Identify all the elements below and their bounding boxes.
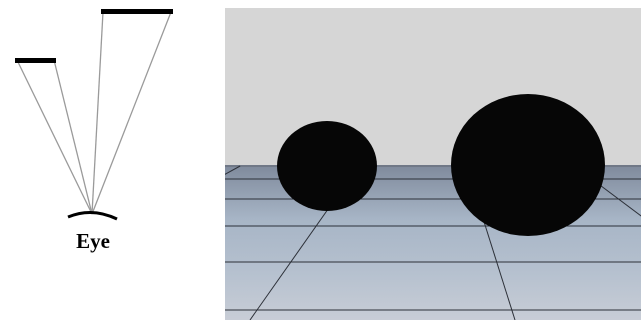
near-sphere (277, 121, 377, 211)
ray-near-right (54, 60, 92, 214)
viewing-angle-diagram (15, 9, 173, 219)
far-object-rays (92, 12, 171, 214)
near-object-bar (15, 58, 56, 63)
ray-near-left (17, 60, 92, 214)
eye-label: Eye (58, 229, 128, 254)
far-sphere (451, 94, 605, 236)
floor-column-line (0, 166, 4, 320)
far-object-bar (101, 9, 173, 14)
eye-icon (68, 212, 117, 219)
ray-far-left (92, 12, 103, 214)
scene-panel (0, 8, 641, 320)
near-object-rays (17, 60, 92, 214)
ray-far-right (92, 12, 171, 214)
